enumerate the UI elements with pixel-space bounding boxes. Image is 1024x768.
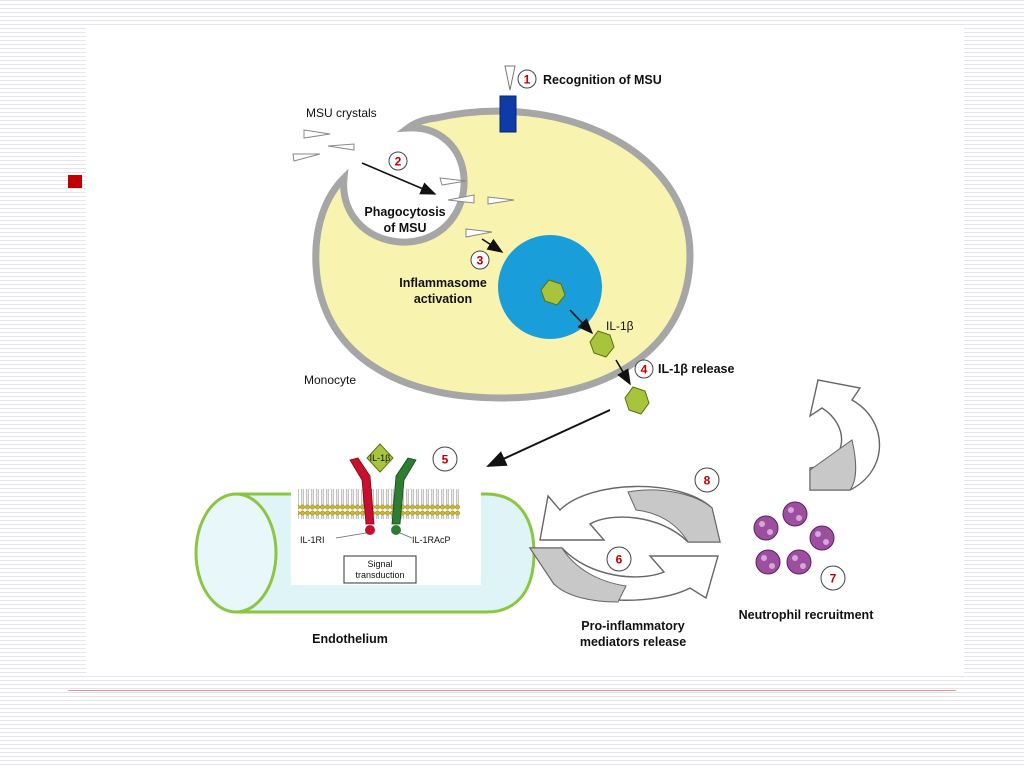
msu-crystal-icon <box>292 153 321 162</box>
msu-crystal-icon <box>447 194 475 204</box>
il1b-molecule-icon <box>589 330 615 358</box>
monocyte-membrane <box>312 107 694 402</box>
step-4-number: 4 <box>641 363 648 377</box>
step-3-marker: 3 <box>470 250 490 270</box>
curved-arrow-icon <box>808 379 881 491</box>
receptor-icon <box>391 525 401 535</box>
footer-rule <box>68 690 956 691</box>
neutrophil-icon <box>755 549 781 575</box>
cycle-arrow-icon <box>528 547 719 603</box>
il1b-exit-arrow <box>569 309 594 335</box>
step-8-marker: 8 <box>694 467 720 493</box>
neutrophil-recruitment-label: Neutrophil recruitment <box>739 608 875 622</box>
neutrophil-icon <box>753 515 779 541</box>
step-2-marker: 2 <box>388 151 408 171</box>
cycle-arrow-icon <box>539 485 721 543</box>
inflammasome-arrow <box>481 238 504 253</box>
neutrophil-icon <box>786 549 812 575</box>
msu-crystal-icon <box>327 143 355 151</box>
il1b-release-label: IL-1β release <box>658 362 734 376</box>
phagocytosis-arrow <box>361 162 437 195</box>
neutrophil-group <box>753 501 835 575</box>
step-7-number: 7 <box>830 572 837 586</box>
endothelium-label: Endothelium <box>312 632 388 646</box>
signal-transduction-line1: Signal <box>367 559 392 569</box>
step-2-number: 2 <box>395 155 402 169</box>
il1b-molecule-icon <box>366 443 394 473</box>
il1b-bound-label: IL-1β <box>370 453 391 463</box>
vessel-opening <box>194 492 278 614</box>
step-6-number: 6 <box>616 553 623 567</box>
il1ri-label: IL-1RI <box>300 535 325 545</box>
neutrophil-icon <box>809 525 835 551</box>
msu-crystal-icon <box>465 228 493 238</box>
signal-transduction-box <box>343 555 417 584</box>
step-5-number: 5 <box>442 453 449 467</box>
msu-receptor <box>499 95 517 133</box>
signal-transduction-line2: transduction <box>355 570 404 580</box>
slide-bullet <box>68 175 82 188</box>
step-5-marker: 5 <box>432 446 458 472</box>
receptor-icon <box>349 457 375 525</box>
step-1-number: 1 <box>524 73 531 87</box>
lipid-bilayer <box>298 489 460 519</box>
neutrophil-icon <box>782 501 808 527</box>
il1b-molecule-icon <box>624 386 650 415</box>
il1ri-pointer <box>335 532 367 539</box>
recognition-label: Recognition of MSU <box>543 73 662 87</box>
il1b-to-endothelium-arrow <box>486 409 611 467</box>
monocyte-label: Monocyte <box>304 373 356 387</box>
il1b-label: IL-1β <box>606 319 634 333</box>
il1b-release-arrow <box>615 359 631 386</box>
msu-crystal-icon <box>487 196 515 205</box>
il1b-molecule-icon <box>540 279 566 306</box>
phagocytosis-label-line1: Phagocytosis <box>364 205 445 219</box>
il1racp-pointer <box>399 532 413 539</box>
receptor-icon <box>391 457 417 525</box>
msu-crystals-group <box>292 129 515 238</box>
msu-crystals-label: MSU crystals <box>306 106 377 120</box>
step-4-marker: 4 <box>634 359 654 379</box>
inflammasome-label-line1: Inflammasome <box>399 276 487 290</box>
receptor-icon <box>365 525 375 535</box>
inflammasome-label-line2: activation <box>414 292 472 306</box>
step-8-number: 8 <box>704 474 711 488</box>
phagocytosis-label-line2: of MSU <box>383 221 426 235</box>
il1racp-label: IL-1RAcP <box>412 535 451 545</box>
msu-crystal-icon <box>303 129 331 139</box>
pro-inflammatory-label-line1: Pro-inflammatory <box>581 619 685 633</box>
step-3-number: 3 <box>477 254 484 268</box>
step-6-marker: 6 <box>606 546 632 572</box>
step-7-marker: 7 <box>820 565 846 591</box>
msu-crystal-icon <box>504 65 516 91</box>
pro-inflammatory-label-line2: mediators release <box>580 635 686 649</box>
step-1-marker: 1 <box>517 69 537 89</box>
msu-crystal-icon <box>439 177 467 186</box>
monocyte-cell <box>312 107 694 402</box>
endothelium-vessel <box>194 477 536 614</box>
